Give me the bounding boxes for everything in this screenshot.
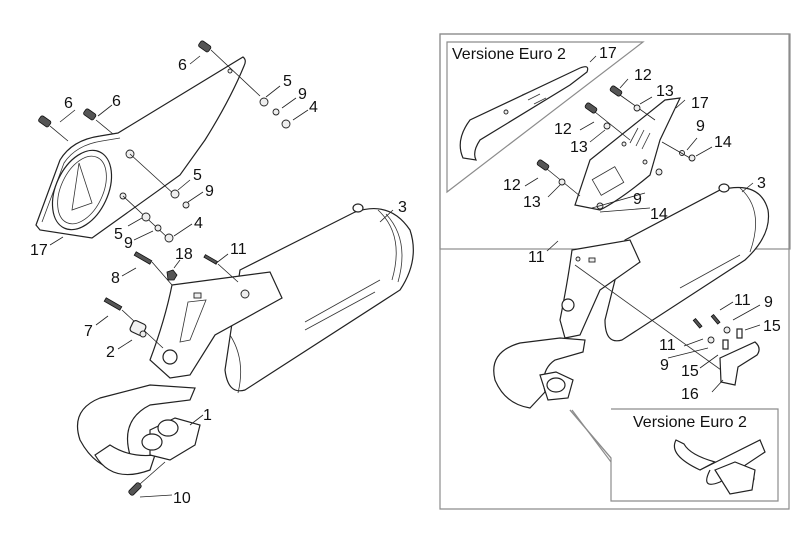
label-10: 10: [173, 490, 191, 507]
label-3-main: 3: [398, 199, 407, 216]
label-13-c: 13: [523, 194, 541, 211]
label-12-c: 12: [503, 177, 521, 194]
euro2-bottom-title: Versione Euro 2: [633, 414, 747, 431]
label-6-left: 6: [64, 95, 73, 112]
muffler-part: [224, 203, 414, 394]
euro2-heat-shield: [459, 66, 589, 161]
bolt-6-mid: [83, 108, 114, 135]
label-1: 1: [203, 407, 212, 424]
nut-18: [166, 269, 178, 281]
inset-muffler: [604, 183, 770, 342]
label-8: 8: [111, 270, 120, 287]
heat-shield-part: [35, 56, 246, 239]
label-11-main: 11: [230, 241, 247, 258]
label-11-inset-upper: 11: [528, 249, 545, 266]
washer-stack-middle: [129, 153, 190, 209]
euro2-header-variant: [673, 439, 766, 495]
euro2-top-subframe: [446, 41, 645, 194]
header-pipe-part: [76, 384, 201, 476]
label-9-lower: 9: [124, 235, 133, 252]
label-14-euro2-lower: 14: [650, 206, 668, 223]
label-17-main: 17: [30, 242, 48, 259]
label-5-upper: 5: [283, 73, 292, 90]
bolt-6-top: [198, 40, 261, 97]
inset-header-pipe: [493, 337, 586, 409]
euro2-fasteners: [536, 85, 696, 197]
label-7: 7: [84, 323, 93, 340]
bolt-10: [128, 461, 166, 496]
euro2-top-title: Versione Euro 2: [452, 46, 566, 63]
bolt-8: [133, 251, 173, 286]
inset-bracket: [559, 239, 641, 339]
main-leaders: [49, 55, 394, 498]
bolt-11: [203, 254, 239, 283]
label-2: 2: [106, 344, 115, 361]
label-9-euro2-lower: 9: [633, 191, 642, 208]
label-17-euro2-side: 17: [691, 95, 709, 112]
label-9-middle: 9: [205, 183, 214, 200]
label-9-upper: 9: [298, 86, 307, 103]
label-9-inset-left: 9: [660, 357, 669, 374]
label-5-lower: 5: [114, 226, 123, 243]
label-6-top: 6: [178, 57, 187, 74]
label-17-euro2-top: 17: [599, 45, 617, 62]
muffler-bracket-part: [149, 271, 283, 379]
label-18: 18: [175, 246, 193, 263]
bolt-6-left: [38, 115, 69, 142]
label-11-inset-right: 11: [734, 292, 751, 309]
label-6-mid: 6: [112, 93, 121, 110]
label-4-upper: 4: [309, 99, 318, 116]
variant-panel-frame: [439, 33, 790, 510]
label-9-euro2-upper: 9: [696, 118, 705, 135]
lower-bracket-16: [574, 264, 760, 386]
inset-leaders: [524, 55, 761, 393]
label-13-b: 13: [570, 139, 588, 156]
label-11-inset-left: 11: [659, 337, 676, 354]
rear-heat-shield: [574, 97, 682, 211]
label-12-b: 12: [554, 121, 572, 138]
label-5-middle: 5: [193, 167, 202, 184]
label-12-a: 12: [634, 67, 652, 84]
label-4-lower: 4: [194, 215, 203, 232]
label-14-euro2-upper: 14: [714, 134, 732, 151]
spacer-2: [129, 319, 147, 338]
washer-stack-upper: [259, 97, 291, 129]
label-16: 16: [681, 386, 699, 403]
label-3-inset: 3: [757, 175, 766, 192]
label-15-inset-right: 15: [763, 318, 781, 335]
label-13-a: 13: [656, 83, 674, 100]
washer-stack-lower: [122, 195, 174, 243]
label-9-inset-right: 9: [764, 294, 773, 311]
label-15-inset-left: 15: [681, 363, 699, 380]
